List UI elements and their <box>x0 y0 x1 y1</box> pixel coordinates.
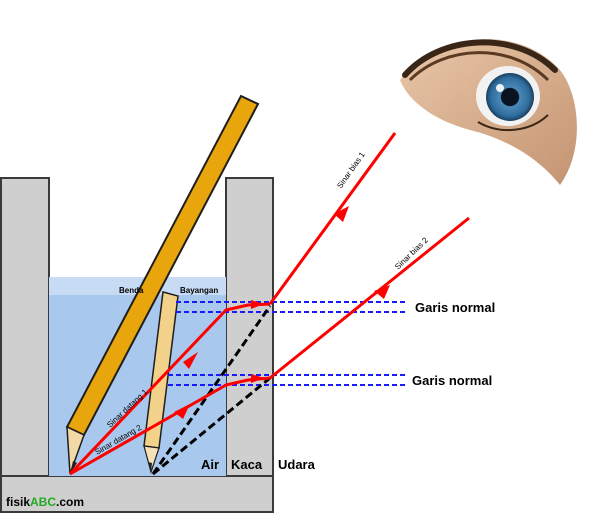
arrowhead-incident-1 <box>183 352 198 369</box>
water-surface <box>49 277 226 295</box>
virtual-ray-2 <box>152 376 271 476</box>
label-image: Bayangan <box>180 286 218 295</box>
label-normal-line-1: Garis normal <box>415 300 495 315</box>
glass-wall-right <box>225 177 274 513</box>
label-medium-glass: Kaca <box>231 457 263 472</box>
brand-watermark: fisikABC.com <box>6 495 84 509</box>
label-refracted-ray-1: Sinar bias 1 <box>335 150 367 190</box>
arrowhead-refracted-1 <box>334 206 349 222</box>
label-normal-line-2: Garis normal <box>412 373 492 388</box>
arrowhead-glass-1 <box>251 300 264 309</box>
brand-highlight: ABC <box>30 495 56 509</box>
refracted-ray-1 <box>268 132 397 305</box>
virtual-ray-1 <box>151 305 272 475</box>
ray-arrowheads <box>174 206 390 419</box>
label-medium-water: Air <box>201 457 219 472</box>
brand-suffix: .com <box>56 495 84 509</box>
brand-prefix: fisik <box>6 495 30 509</box>
refracted-ray-2 <box>269 216 470 380</box>
normal-lines <box>168 301 406 386</box>
arrowhead-incident-2 <box>174 404 190 419</box>
arrowhead-refracted-2 <box>374 285 390 299</box>
pencil-image <box>143 291 179 475</box>
label-medium-air: Udara <box>278 457 316 472</box>
virtual-rays <box>151 305 272 476</box>
eye-icon <box>400 39 577 186</box>
label-object: Benda <box>119 286 144 295</box>
arrowhead-glass-2 <box>251 374 264 383</box>
glass-wall-left <box>0 177 50 513</box>
